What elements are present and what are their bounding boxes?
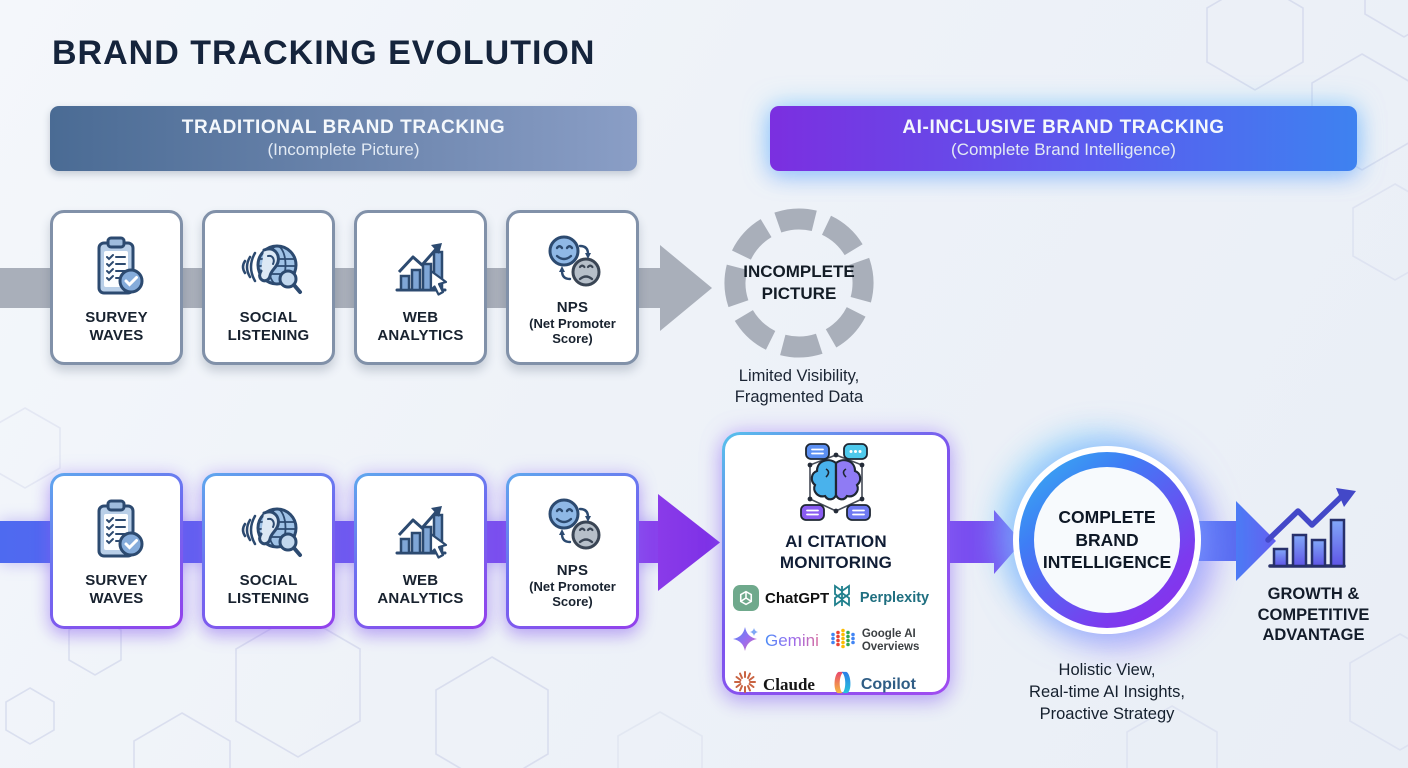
ai-banner-title: AI-INCLUSIVE BRAND TRACKING: [902, 117, 1225, 138]
card-label: NPS: [556, 299, 589, 316]
ai-flow-arrow-icon: [658, 494, 720, 591]
growth-advantage-label: GROWTH & COMPETITIVE ADVANTAGE: [1257, 585, 1370, 645]
complete-brand-intelligence-title: COMPLETE BRAND INTELLIGENCE: [1042, 506, 1172, 573]
ai-brain-network-icon: [790, 443, 882, 528]
web-analytics-chart-icon: [389, 488, 453, 572]
ai-flow-band-mid: [948, 521, 996, 563]
platform-claude: Claude: [733, 670, 830, 700]
card-nps-traditional: NPS (Net Promoter Score): [506, 210, 639, 365]
copilot-icon: [830, 670, 855, 700]
traditional-banner: TRADITIONAL BRAND TRACKING (Incomplete P…: [50, 106, 637, 171]
card-label: SOCIAL LISTENING: [227, 572, 310, 607]
gradient-ring-icon: COMPLETE BRAND INTELLIGENCE: [1019, 452, 1195, 628]
card-sublabel: (Net Promoter Score): [529, 316, 616, 346]
platform-label: Google AI Overviews: [861, 627, 920, 653]
survey-clipboard-icon: [85, 488, 149, 572]
platform-google-ai-overviews: Google AI Overviews: [830, 626, 939, 657]
incomplete-picture-title: INCOMPLETE PICTURE: [743, 261, 855, 303]
ai-inclusive-banner: AI-INCLUSIVE BRAND TRACKING (Complete Br…: [770, 106, 1357, 171]
platform-chatgpt: ChatGPT: [733, 584, 830, 613]
platform-label: Gemini: [765, 631, 819, 650]
platform-gemini: Gemini: [733, 626, 830, 657]
incomplete-picture-ring-icon: [724, 208, 874, 358]
platform-label: Copilot: [860, 675, 916, 693]
platform-copilot: Copilot: [830, 670, 939, 700]
card-social-listening-ai: SOCIAL LISTENING: [202, 473, 335, 629]
social-listening-globe-icon: [235, 225, 303, 309]
ai-flow-band-right: [1196, 521, 1238, 561]
card-label: WEB ANALYTICS: [377, 309, 464, 344]
platform-label: Perplexity: [859, 590, 930, 606]
platform-label: ChatGPT: [765, 589, 830, 607]
card-label: SURVEY WAVES: [85, 572, 148, 607]
google-ai-overviews-icon: [830, 626, 856, 656]
growth-chart-icon: [1265, 488, 1356, 568]
card-sublabel: (Net Promoter Score): [529, 579, 616, 609]
nps-faces-icon: [542, 225, 604, 299]
ai-platform-logo-grid: ChatGPT Perplexity: [725, 583, 947, 700]
platform-perplexity: Perplexity: [830, 583, 939, 613]
card-web-analytics-traditional: WEB ANALYTICS: [354, 210, 487, 365]
card-survey-waves-traditional: SURVEY WAVES: [50, 210, 183, 365]
traditional-flow-arrow-icon: [660, 245, 712, 331]
complete-brand-intelligence-caption: Holistic View, Real-time AI Insights, Pr…: [1029, 661, 1185, 723]
page-title: BRAND TRACKING EVOLUTION: [52, 34, 596, 72]
claude-icon: [733, 670, 757, 699]
card-label: NPS: [556, 562, 589, 579]
social-listening-globe-icon: [235, 488, 303, 572]
ai-banner-subtitle: (Complete Brand Intelligence): [951, 140, 1176, 159]
complete-brand-intelligence-circle: COMPLETE BRAND INTELLIGENCE: [1013, 446, 1201, 634]
nps-faces-icon: [542, 488, 604, 562]
survey-clipboard-icon: [85, 225, 149, 309]
platform-label: Claude: [763, 674, 815, 694]
card-label: WEB ANALYTICS: [377, 572, 464, 607]
card-social-listening-traditional: SOCIAL LISTENING: [202, 210, 335, 365]
chatgpt-icon: [733, 585, 759, 611]
card-label: SOCIAL LISTENING: [227, 309, 310, 344]
card-web-analytics-ai: WEB ANALYTICS: [354, 473, 487, 629]
incomplete-picture-caption: Limited Visibility, Fragmented Data: [734, 367, 864, 407]
card-label: SURVEY WAVES: [85, 309, 148, 344]
traditional-banner-subtitle: (Incomplete Picture): [267, 140, 420, 159]
perplexity-icon: [830, 583, 854, 613]
gemini-icon: [733, 626, 759, 657]
ai-citation-monitoring-card: AI CITATION MONITORING ChatGPT: [722, 432, 950, 695]
ai-citation-title: AI CITATION MONITORING: [779, 532, 893, 573]
traditional-banner-title: TRADITIONAL BRAND TRACKING: [181, 117, 506, 138]
card-nps-ai: NPS (Net Promoter Score): [506, 473, 639, 629]
web-analytics-chart-icon: [389, 225, 453, 309]
card-survey-waves-ai: SURVEY WAVES: [50, 473, 183, 629]
